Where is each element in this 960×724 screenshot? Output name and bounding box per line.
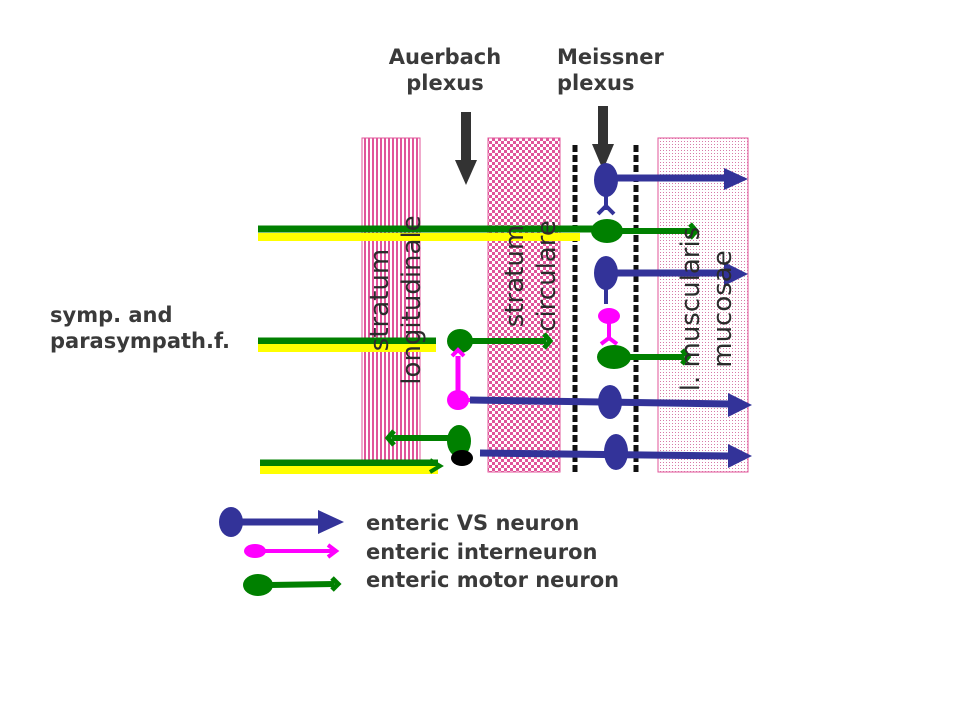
vs-neuron-long-2 xyxy=(479,434,752,470)
legend-motor-neuron-icon xyxy=(243,574,342,596)
symp-parasympath-fibers-label: symp. and parasympath.f. xyxy=(50,303,230,353)
motor-neuron-meissner-2 xyxy=(597,345,692,369)
auerbach-pointer-arrow xyxy=(455,112,477,185)
extrinsic-fiber-middle xyxy=(258,337,436,352)
stratum-circulare-layer xyxy=(487,137,561,473)
muscularis-mucosae-layer xyxy=(657,137,749,473)
legend-vs-neuron-icon xyxy=(219,507,344,537)
extrinsic-fiber-bottom xyxy=(260,459,438,474)
stratum-longitudinale-label: stratum longitudinale xyxy=(365,215,427,385)
stratum-longitudinale-layer xyxy=(361,137,421,473)
extrinsic-fiber-top xyxy=(258,225,600,241)
motor-neuron-auerbach-1 xyxy=(447,329,554,358)
motor-neuron-meissner-1 xyxy=(591,219,700,243)
meissner-plexus-label: Meissner plexus xyxy=(557,45,664,95)
legend-vs-neuron-label: enteric VS neuron xyxy=(366,511,580,535)
interneuron-meissner xyxy=(598,308,620,346)
legend-motor-neuron-label: enteric motor neuron xyxy=(366,568,620,592)
muscularis-mucosae-label: l. muscularis mucosae xyxy=(676,226,738,392)
legend-interneuron-icon xyxy=(244,543,340,559)
auerbach-plexus-label: Auerbach plexus xyxy=(388,45,502,95)
vs-neuron-meissner-2 xyxy=(594,256,748,304)
vs-neuron-meissner-1 xyxy=(594,163,748,216)
meissner-pointer-arrow xyxy=(592,106,614,170)
motor-neuron-auerbach-2 xyxy=(384,425,473,474)
legend-interneuron-label: enteric interneuron xyxy=(366,540,598,564)
stratum-circulare-label: stratum circulare xyxy=(500,220,562,332)
vs-neuron-long-1 xyxy=(469,385,752,419)
